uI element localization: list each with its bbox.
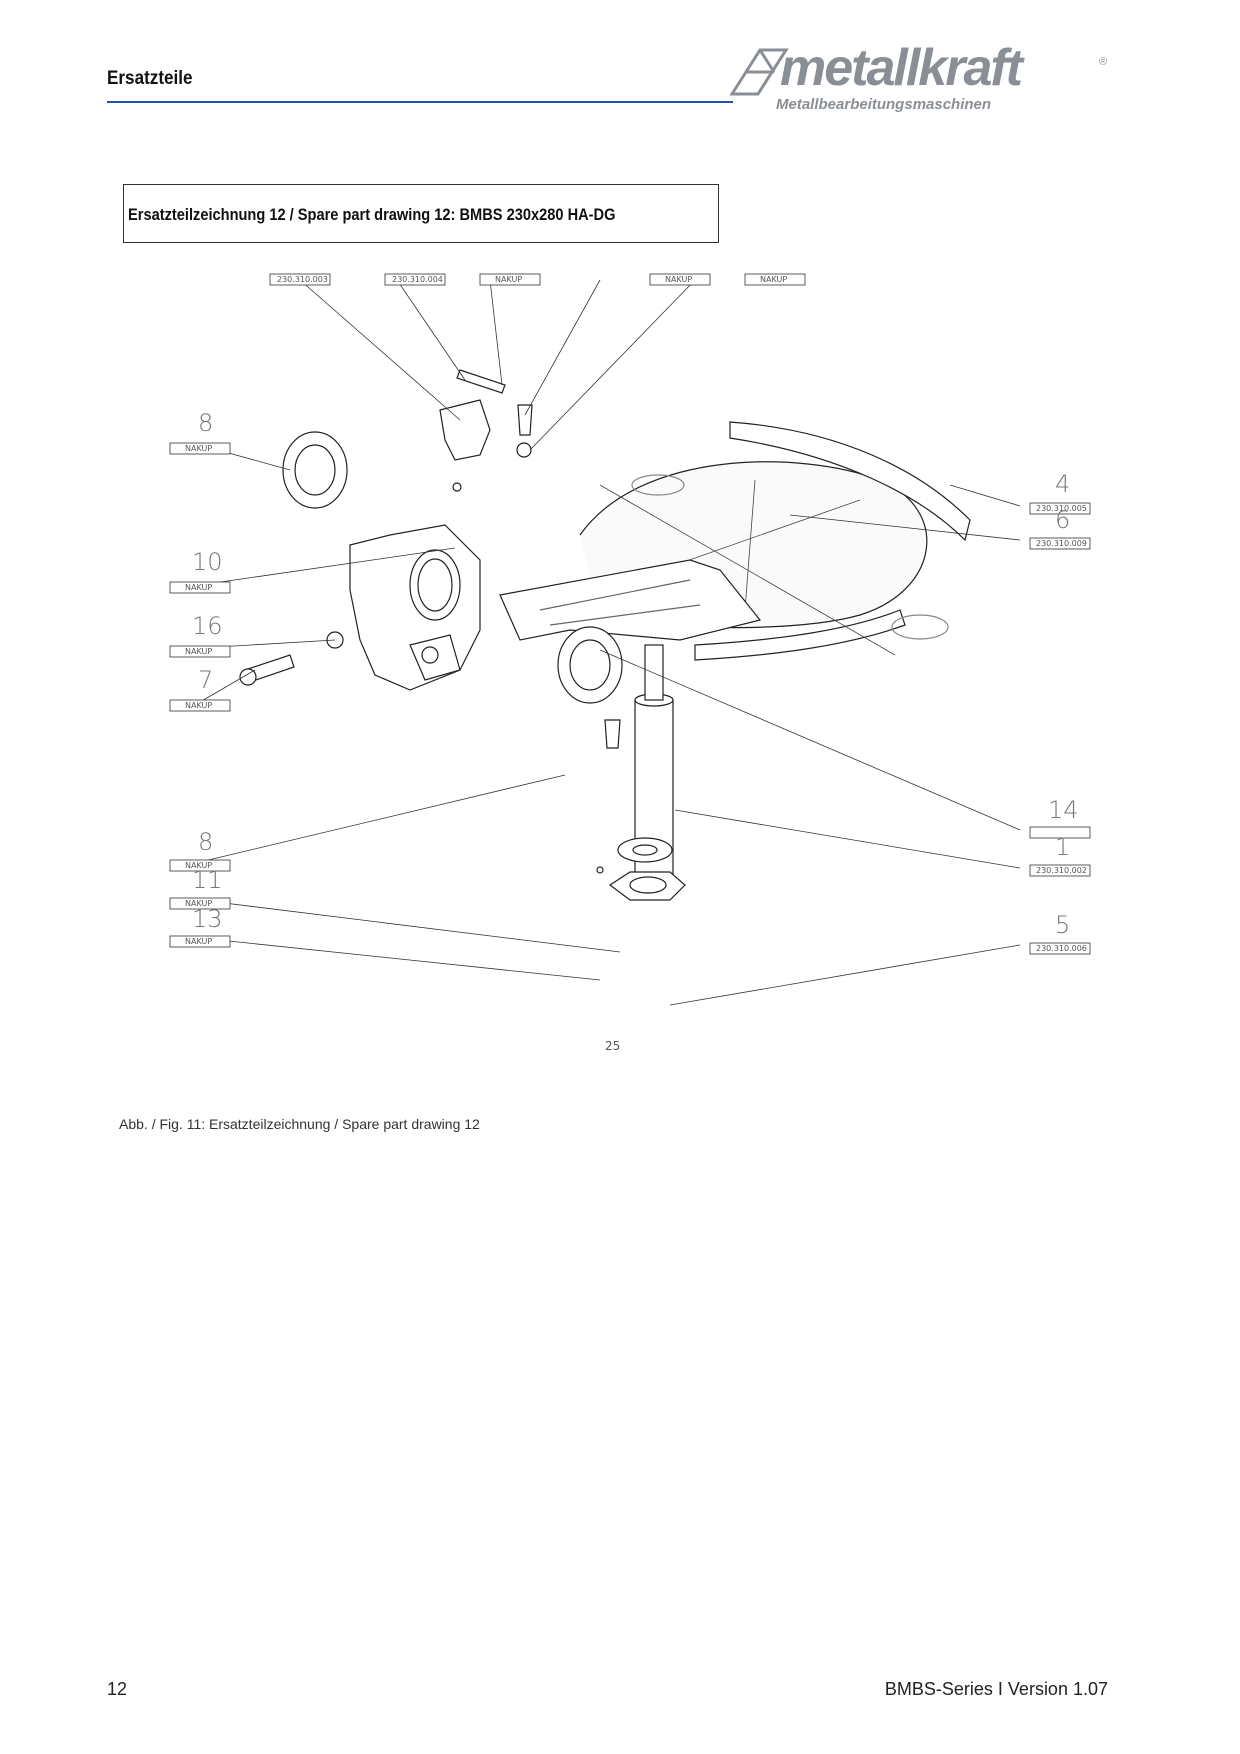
document-version: BMBS-Series I Version 1.07	[884, 1679, 1108, 1699]
washer	[617, 837, 673, 863]
callout-label: NAKUP	[665, 275, 692, 284]
callout-label: NAKUP	[185, 701, 212, 710]
callout-number: 14	[1048, 796, 1079, 824]
callout-number: 7	[198, 666, 213, 694]
exploded-view-drawing: 2 230.310.003 3 230.310.004 9 NAKUP 15 N…	[169, 240, 1091, 1053]
callout-number: 10	[192, 548, 223, 576]
logo-registered-mark: ®	[1099, 56, 1108, 68]
header-rule	[107, 101, 733, 103]
bearing-housing	[349, 524, 481, 691]
callout-number: 6	[1055, 506, 1070, 534]
logo-tagline: Metallbearbeitungsmaschinen	[776, 96, 992, 113]
swivel-arm	[499, 559, 762, 641]
metallkraft-logo: metallkraft ® Metallbearbeitungsmaschine…	[730, 39, 1110, 120]
callout-label: NAKUP	[495, 275, 522, 284]
callout-label: 230.310.002	[1036, 866, 1087, 875]
callout-label: NAKUP	[185, 647, 212, 656]
callout-label: 230.310.005	[1036, 504, 1087, 513]
callout-label: NAKUP	[185, 899, 212, 908]
callout-number: 5	[1055, 911, 1070, 939]
logo-mark-icon	[730, 48, 789, 96]
callout-label: NAKUP	[185, 583, 212, 592]
callout-number: 4	[1055, 470, 1070, 498]
callout-label: NAKUP	[760, 275, 787, 284]
section-title: Ersatzteile	[107, 68, 193, 89]
bearing-top	[282, 431, 348, 509]
grub-screw	[452, 482, 462, 492]
spare-part-drawing: 2 230.310.003 3 230.310.004 9 NAKUP 15 N…	[160, 240, 1120, 1070]
arm-rib	[539, 579, 701, 626]
callout-label: NAKUP	[185, 937, 212, 946]
drawing-title: Ersatzteilzeichnung 12 / Spare part draw…	[128, 205, 616, 224]
grub-screw	[596, 866, 604, 874]
bolt-15	[517, 404, 533, 436]
callout-number: 13	[192, 905, 223, 933]
pin	[456, 369, 506, 394]
page-number: 12	[107, 1679, 128, 1699]
callout-label: 230.310.009	[1036, 539, 1087, 548]
callout-number: 16	[192, 612, 223, 640]
callout-number: 8	[198, 828, 213, 856]
nut-12	[516, 442, 532, 458]
scale-marking	[891, 614, 949, 640]
callout-label: 230.310.006	[1036, 944, 1087, 953]
drawing-title-box: Ersatzteilzeichnung 12 / Spare part draw…	[123, 184, 719, 243]
callout-label: NAKUP	[185, 861, 212, 870]
pivot-block	[409, 634, 461, 681]
callout-label: 230.310.003	[277, 275, 328, 284]
sheet-number: 25	[605, 1039, 620, 1053]
angle-scale-arc	[729, 421, 971, 542]
hex-nut	[608, 871, 686, 901]
scale-marking	[631, 474, 685, 496]
callout-label: NAKUP	[185, 444, 212, 453]
callout-number: 11	[192, 866, 223, 894]
logo-wordmark: metallkraft	[780, 39, 1023, 97]
clamp-bracket	[439, 399, 491, 461]
callout-number: 1	[1055, 833, 1070, 861]
callout-label: 230.310.004	[392, 275, 443, 284]
bolt-small	[604, 719, 621, 749]
figure-caption: Abb. / Fig. 11: Ersatzteilzeichnung / Sp…	[119, 1116, 480, 1132]
bearing-bottom	[557, 626, 623, 704]
callout-number: 8	[198, 409, 213, 437]
turntable-front-edge	[694, 609, 906, 661]
